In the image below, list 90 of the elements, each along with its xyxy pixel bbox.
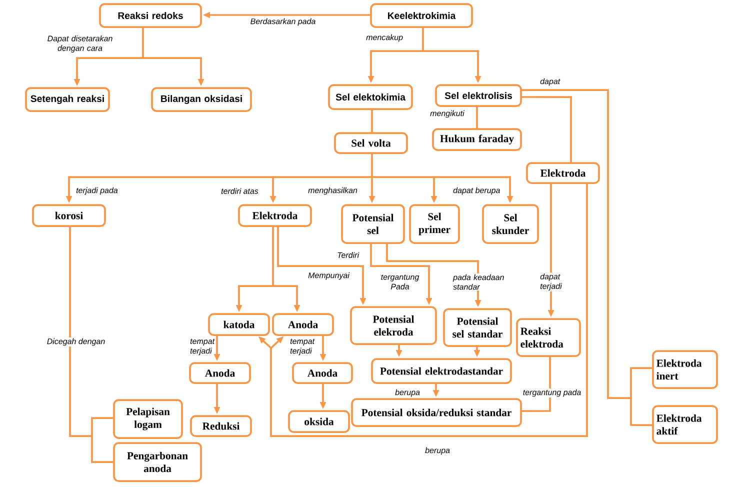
concept-box: Sel skunder (482, 204, 539, 244)
edge-label: dapat berupa (453, 187, 500, 195)
arrow (432, 383, 440, 397)
concept-box: oksida (288, 410, 350, 433)
edge-label: tempat terjadi (190, 338, 215, 356)
concept-box: Potensial elekroda (350, 306, 437, 345)
annotation: Terdiri (338, 252, 360, 258)
connector-line (273, 176, 372, 178)
arrow (423, 50, 482, 83)
edge-label: dapat (540, 78, 560, 86)
edge-label: berupa (395, 389, 420, 397)
concept-box: Keelektrokimia (370, 3, 473, 28)
concept-box: Elektroda (526, 162, 600, 184)
connector-line (372, 176, 434, 178)
connector-line (476, 106, 478, 129)
concept-box: Reduksi (190, 415, 252, 437)
connector-line (630, 398, 653, 426)
concept-box: Elektroda aktif (652, 405, 718, 444)
concept-box: Potensial sel standar (443, 308, 512, 347)
arrow (273, 285, 300, 312)
arrow (236, 285, 273, 312)
arrow (430, 177, 438, 203)
concept-box: Potensial oksida/reduksi standar (351, 398, 522, 427)
arrow (320, 383, 326, 409)
concept-box: Sel elektrolisis (435, 84, 522, 107)
edge-label: menghasilkan (308, 187, 358, 195)
concept-box: Potensial elektrodastandar (371, 358, 512, 384)
edge-label: Berdasarkan pada (250, 18, 316, 26)
arrow (270, 177, 276, 203)
concept-box: katoda (208, 313, 270, 336)
edge-label: terdiri atas (221, 188, 258, 194)
concept-box: Sel volta (334, 132, 408, 154)
arrow (386, 243, 482, 307)
connector-line (272, 226, 274, 286)
concept-box: Elektroda inert (652, 350, 718, 389)
concept-box: Setengah reaksi (25, 87, 110, 112)
concept-box: Potensial sel (341, 204, 405, 244)
concept-box: Sel elektokimia (328, 84, 413, 110)
concept-box: korosi (32, 204, 106, 227)
concept-box: Reaksi elektroda (516, 318, 581, 357)
connector-line (142, 27, 144, 58)
concept-box: Sel primer (409, 204, 460, 244)
arrow (74, 57, 143, 86)
connector-line (630, 367, 653, 398)
connector-line (270, 183, 588, 437)
connector-line (521, 356, 551, 412)
concept-box: Pelapisan logam (113, 399, 183, 439)
concept-box: Anoda (189, 362, 251, 384)
arrow (214, 383, 220, 414)
concept-box: Anoda (272, 313, 334, 336)
edge-label: terjadi pada (76, 187, 118, 195)
edge-label: berupa (425, 447, 450, 455)
concept-box: Elektroda (238, 204, 312, 227)
edge-label: tergantung pada (522, 388, 582, 398)
arrow (396, 344, 402, 357)
connector-line (521, 89, 631, 399)
edge-label: mengikuti (430, 110, 464, 118)
arrow (320, 335, 326, 361)
connector-line (91, 417, 114, 436)
connector-line (422, 27, 424, 51)
edge-label: pada keadaan standar (452, 273, 510, 291)
edge-label: mencakup (366, 34, 403, 42)
arrow (368, 177, 376, 203)
concept-box: Hukum faraday (432, 128, 522, 151)
arrow (370, 243, 432, 305)
concept-box: Reaksi redoks (99, 3, 202, 28)
connector-line (91, 436, 114, 463)
edge-label: Dicegah dengan (46, 337, 106, 347)
arrow (143, 57, 204, 86)
edge-label: dapat terjadi (539, 272, 568, 292)
connector-line (521, 96, 572, 163)
arrow (214, 335, 220, 361)
arrow (258, 336, 272, 349)
edge-label: tempat terjadi (290, 338, 315, 356)
concept-box: Anoda (292, 362, 353, 384)
concept-box: Pengarbonan anoda (113, 442, 202, 482)
concept-box: Bilangan oksidasi (151, 87, 252, 112)
edge-label: Mempunyai (308, 272, 350, 280)
arrow (203, 12, 371, 18)
arrow (474, 346, 480, 357)
edge-label: tergantung Pada (381, 274, 420, 290)
arrow (66, 176, 273, 203)
arrow (277, 226, 366, 305)
arrow (434, 176, 514, 203)
connector-line (371, 153, 373, 177)
edge-label: Dapat disetarakan dengan cara (48, 35, 112, 53)
arrow (270, 336, 284, 349)
connector-line (371, 109, 373, 133)
arrow (368, 50, 423, 83)
connector-line (69, 226, 92, 437)
